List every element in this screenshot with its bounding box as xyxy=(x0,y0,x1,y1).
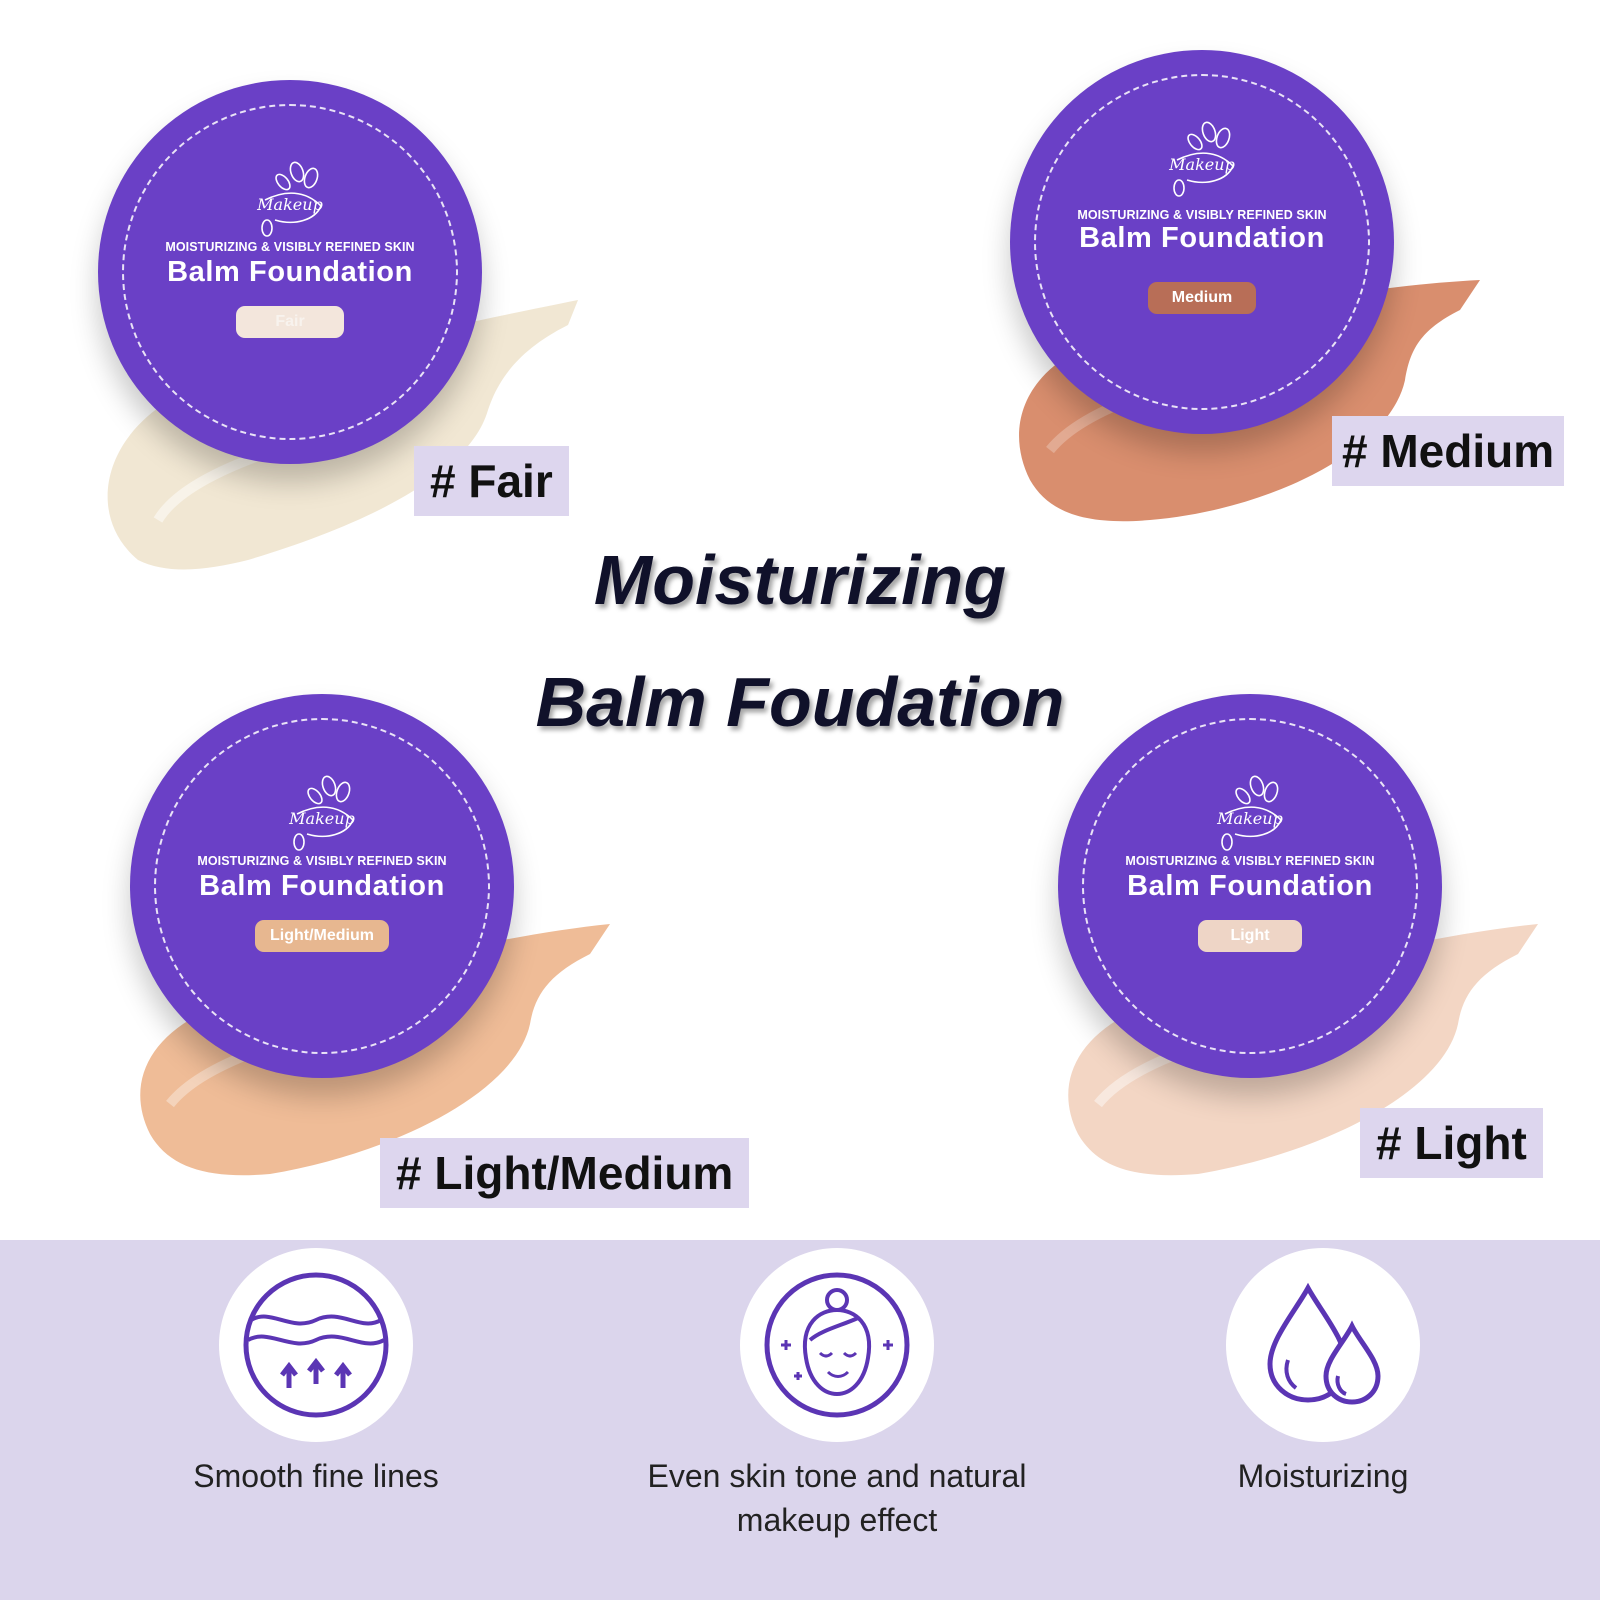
shade-pill-fair: Fair xyxy=(236,306,344,338)
lid-subtitle: MOISTURIZING & VISIBLY REFINED SKIN xyxy=(1125,854,1375,868)
shade-pill-light-medium: Light/Medium xyxy=(255,920,389,952)
shade-pill-light: Light xyxy=(1198,920,1302,952)
features-band: Smooth fine lines Even skin tone and nat… xyxy=(0,1240,1600,1600)
product-light: Makeup MOISTURIZING & VISIBLY REFINED SK… xyxy=(1058,694,1600,1214)
lid-title: Balm Foundation xyxy=(199,870,445,902)
lid-subtitle: MOISTURIZING & VISIBLY REFINED SKIN xyxy=(197,854,447,868)
shade-pill-medium: Medium xyxy=(1148,282,1256,314)
makeup-logo-icon: Makeup xyxy=(1216,775,1283,851)
lid-dashed-ring xyxy=(122,104,458,440)
shade-tag-light: # Light xyxy=(1360,1108,1543,1178)
shade-tag-medium: # Medium xyxy=(1332,416,1565,486)
feature-text-line: makeup effect xyxy=(736,1502,938,1538)
shade-tag-fair: # Fair xyxy=(414,446,569,516)
svg-text:Makeup: Makeup xyxy=(256,195,323,214)
lid-subtitle: MOISTURIZING & VISIBLY REFINED SKIN xyxy=(165,240,415,254)
lid-title: Balm Foundation xyxy=(167,256,413,288)
water-drops-icon xyxy=(1267,1282,1381,1405)
feature-even-tone-text: Even skin tone and natural makeup effect xyxy=(600,1454,1074,1542)
lid-dashed-ring xyxy=(1082,718,1418,1054)
lid-fair: Makeup MOISTURIZING & VISIBLY REFINED SK… xyxy=(98,80,482,464)
feature-text-line: Smooth fine lines xyxy=(193,1458,439,1494)
feature-moisturizing-circle xyxy=(1226,1248,1420,1442)
face-icon xyxy=(764,1272,910,1418)
lid-title: Balm Foundation xyxy=(1127,870,1373,902)
lid-dashed-ring xyxy=(1034,74,1370,410)
shade-tag-light-medium: # Light/Medium xyxy=(380,1138,750,1208)
product-medium: Makeup MOISTURIZING & VISIBLY REFINED SK… xyxy=(1010,50,1570,570)
product-fair: Makeup MOISTURIZING & VISIBLY REFINED SK… xyxy=(98,80,658,600)
lid-dashed-ring xyxy=(154,718,490,1054)
lid-medium: Makeup MOISTURIZING & VISIBLY REFINED SK… xyxy=(1010,50,1394,434)
feature-text-line: Even skin tone and natural xyxy=(647,1458,1027,1494)
lid-title: Balm Foundation xyxy=(1079,222,1325,254)
makeup-logo-icon: Makeup xyxy=(256,161,323,237)
wave-arrows-icon xyxy=(243,1272,389,1418)
makeup-logo-icon: Makeup xyxy=(1168,121,1235,197)
lid-light-medium: Makeup MOISTURIZING & VISIBLY REFINED SK… xyxy=(130,694,514,1078)
svg-text:Makeup: Makeup xyxy=(1216,809,1283,828)
headline-line-1: Moisturizing xyxy=(593,541,1007,619)
feature-smooth-text: Smooth fine lines xyxy=(116,1454,516,1498)
feature-smooth-circle xyxy=(219,1248,413,1442)
product-light-medium: Makeup MOISTURIZING & VISIBLY REFINED SK… xyxy=(130,694,690,1214)
makeup-logo-icon: Makeup xyxy=(288,775,355,851)
feature-moisturizing-text: Moisturizing xyxy=(1123,1454,1523,1498)
feature-text-line: Moisturizing xyxy=(1237,1458,1409,1494)
lid-subtitle: MOISTURIZING & VISIBLY REFINED SKIN xyxy=(1077,208,1327,222)
svg-text:Makeup: Makeup xyxy=(1168,155,1235,174)
svg-text:Makeup: Makeup xyxy=(288,809,355,828)
lid-light: Makeup MOISTURIZING & VISIBLY REFINED SK… xyxy=(1058,694,1442,1078)
headline-line-2: Balm Foudation xyxy=(535,663,1065,741)
feature-even-tone-circle xyxy=(740,1248,934,1442)
